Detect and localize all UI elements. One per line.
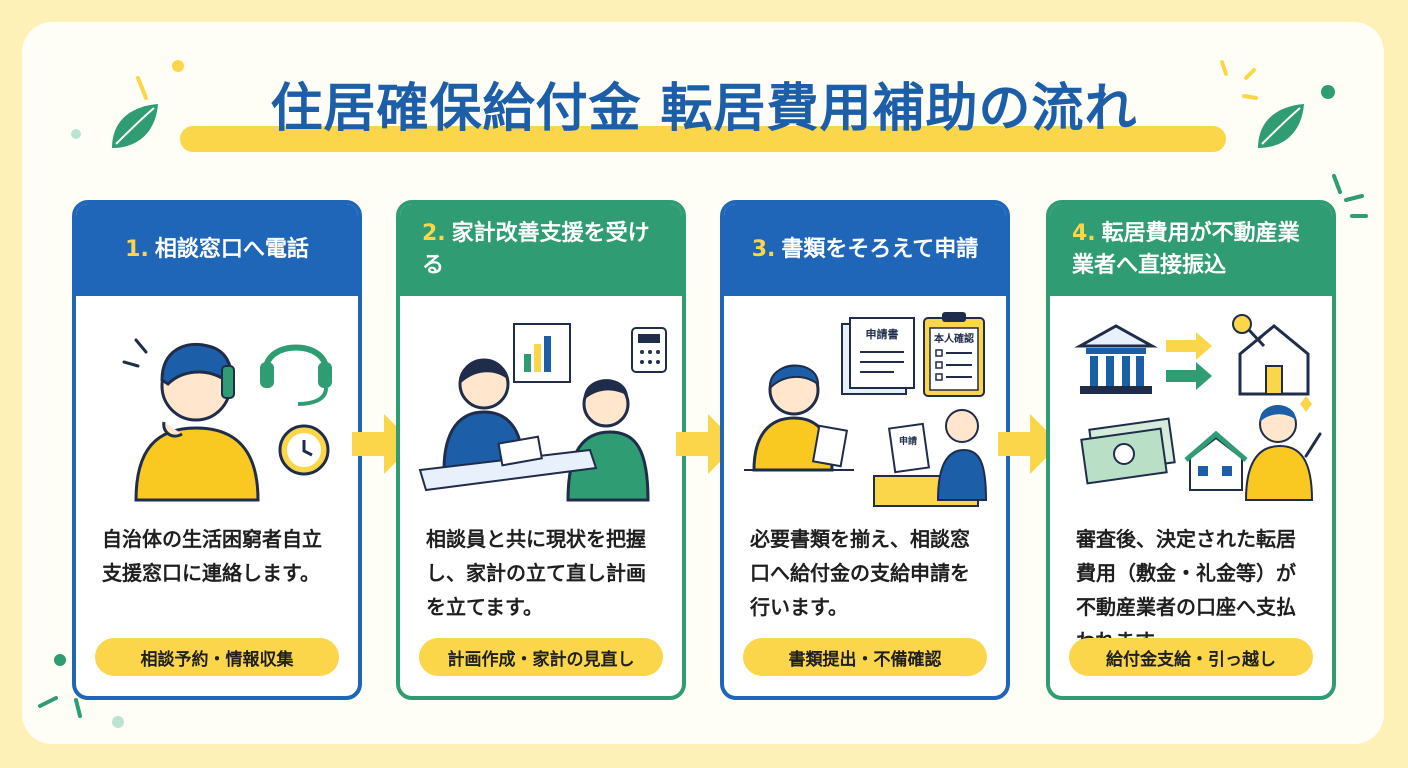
money-icon — [1080, 417, 1176, 485]
leaf-left-icon — [112, 104, 158, 148]
step-tag: 計画作成・家計の見直し — [419, 638, 663, 676]
counselor-icon — [442, 358, 524, 472]
small-form-label: 申請 — [899, 435, 917, 447]
title-highlight — [180, 126, 1226, 152]
person-on-phone-icon — [122, 338, 260, 502]
step-description: 必要書類を揃え、相談窓口へ給付金の支給申請を行います。 — [750, 527, 970, 619]
table-icon — [418, 435, 598, 492]
step-card-3: 3.書類をそろえて申請 申請書 本人確認 — [720, 200, 1010, 700]
step-heading: 相談窓口へ電話 — [154, 237, 309, 262]
step-number: 4. — [1072, 221, 1096, 246]
bank-icon — [1074, 324, 1158, 394]
step-number: 2. — [422, 221, 446, 246]
headset-icon — [260, 344, 332, 406]
client-icon — [566, 379, 650, 502]
phone-call-illustration — [122, 338, 332, 502]
payment-illustration — [1074, 314, 1322, 501]
page-title: 住居確保給付金 転居費用補助の流れ — [270, 79, 1138, 139]
consultation-illustration — [418, 323, 667, 502]
leaf-right-icon — [1258, 104, 1304, 148]
step-heading: 家計改善支援を受ける — [422, 221, 650, 278]
calculator-icon — [631, 327, 667, 373]
step-description: 自治体の生活困窮者自立支援窓口に連絡します。 — [102, 527, 322, 585]
application-form-icon: 申請書 — [841, 317, 915, 395]
step-header: 4.転居費用が不動産業業者へ直接振込 — [1050, 204, 1332, 296]
clock-icon — [278, 424, 330, 476]
step-number: 1. — [125, 237, 149, 262]
step-heading: 転居費用が不動産業業者へ直接振込 — [1072, 221, 1300, 278]
clipboard-label: 本人確認 — [934, 332, 974, 345]
step-header: 3.書類をそろえて申請 — [724, 204, 1006, 296]
application-illustration: 申請書 本人確認 申請 — [744, 312, 988, 507]
step-card-4: 4.転居費用が不動産業業者へ直接振込 — [1046, 200, 1336, 700]
step-number: 3. — [751, 237, 776, 262]
transfer-arrows-icon — [1166, 332, 1212, 390]
clipboard-icon: 本人確認 — [923, 312, 985, 397]
step-card-1: 1.相談窓口へ電話 自治体の生活困窮者自立支援窓口に連絡します。 相談予約・情報… — [72, 200, 362, 700]
step-header: 2.家計改善支援を受ける — [400, 204, 682, 296]
happy-person-icon — [1244, 396, 1322, 501]
step-card-2: 2.家計改善支援を受ける 相談員と共に現状を把握し、家 — [396, 200, 686, 700]
reception-desk-icon: 申請 — [873, 409, 988, 507]
small-house-icon — [1184, 430, 1248, 491]
house-with-key-icon — [1232, 314, 1310, 396]
step-header: 1.相談窓口へ電話 — [76, 204, 358, 296]
writing-person-icon — [744, 364, 854, 472]
step-description: 相談員と共に現状を把握し、家計の立て直し計画を立てます。 — [426, 527, 646, 619]
step-heading: 書類をそろえて申請 — [781, 237, 979, 262]
arrow-right-icon — [998, 414, 1060, 474]
form-label: 申請書 — [866, 327, 899, 341]
step-tag: 給付金支給・引っ越し — [1069, 638, 1313, 676]
step-tag: 書類提出・不備確認 — [743, 638, 987, 676]
step-tag: 相談予約・情報収集 — [95, 638, 339, 676]
chart-document-icon — [513, 323, 571, 383]
